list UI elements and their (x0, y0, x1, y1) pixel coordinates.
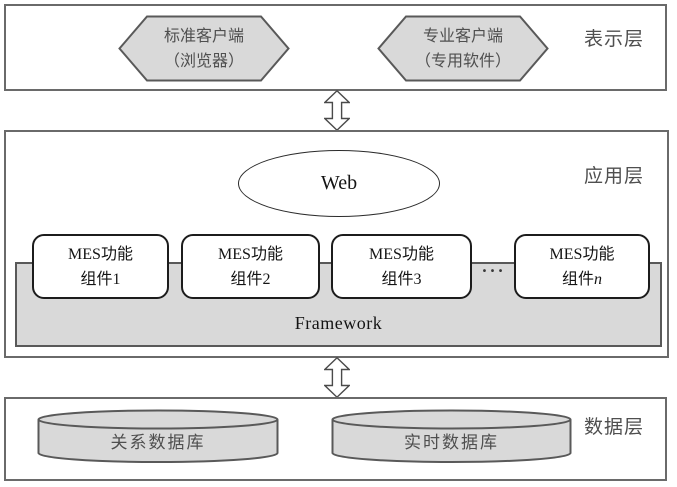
web-ellipse: Web (238, 150, 440, 217)
mes-component-n-line2: 组件n (562, 267, 602, 292)
mes-component-n-line2-prefix: 组件 (561, 270, 594, 288)
professional-client-line2: （专用软件） (414, 52, 511, 70)
mes-component-n-line2-var: n (594, 270, 602, 288)
framework-label: Framework (294, 313, 383, 333)
mes-component-2-line2: 组件2 (230, 270, 271, 288)
mes-component-n-line1: MES功能 (549, 245, 615, 263)
professional-client-label: 专业客户端 （专用软件） (377, 15, 549, 82)
ellipsis-between-components: … (480, 251, 508, 278)
application-layer-label: 应用层 (584, 166, 645, 187)
standard-client-line1: 标准客户端 (163, 27, 244, 45)
double-arrow-icon (324, 90, 350, 131)
mes-component-n: MES功能 组件n (514, 234, 650, 299)
double-arrow-icon (324, 357, 350, 398)
data-layer-label: 数据层 (584, 417, 645, 438)
mes-component-1: MES功能 组件1 (32, 234, 169, 299)
professional-client-hexagon (377, 15, 549, 82)
mes-component-3: MES功能 组件3 (331, 234, 472, 299)
relational-db-cylinder (37, 409, 279, 463)
mes-component-3-line1: MES功能 (369, 245, 434, 263)
presentation-layer-box (4, 4, 667, 91)
professional-client-line1: 专业客户端 (422, 27, 503, 45)
mes-component-2-line1: MES功能 (218, 245, 283, 263)
web-label: Web (320, 172, 358, 194)
standard-client-hexagon (118, 15, 290, 82)
presentation-layer-label: 表示层 (584, 29, 645, 50)
standard-client-label: 标准客户端 （浏览器） (118, 15, 290, 82)
mes-component-1-line1: MES功能 (68, 245, 133, 263)
mes-component-3-line2: 组件3 (381, 270, 422, 288)
realtime-db-cylinder (331, 409, 572, 463)
realtime-db-label: 实时数据库 (404, 432, 499, 452)
relational-db-label: 关系数据库 (110, 432, 206, 452)
mes-component-2: MES功能 组件2 (181, 234, 320, 299)
standard-client-line2: （浏览器） (163, 52, 244, 70)
mes-component-1-line2: 组件1 (80, 270, 121, 288)
